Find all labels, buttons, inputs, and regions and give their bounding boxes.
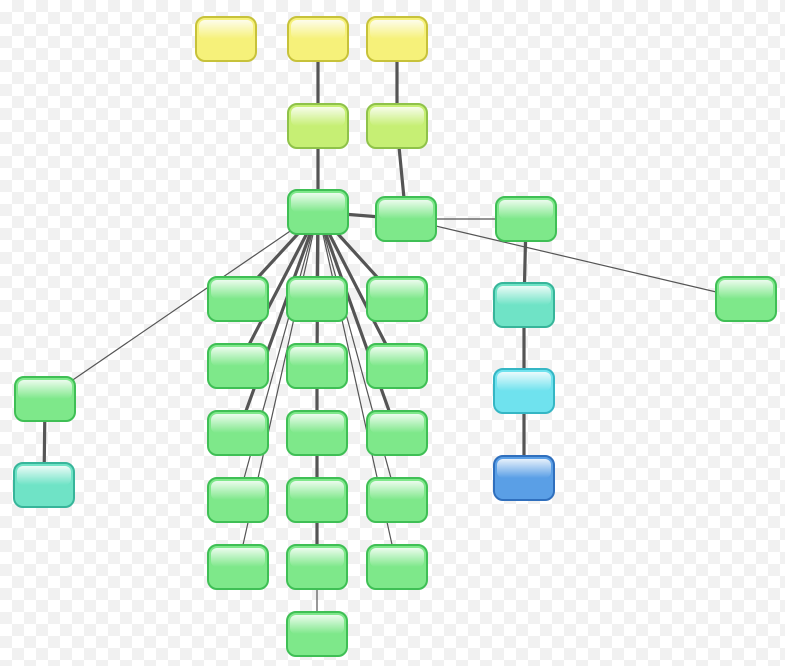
node-gloss bbox=[370, 347, 424, 366]
node-gloss bbox=[497, 372, 551, 391]
node-gloss bbox=[497, 286, 551, 305]
node-rt[interactable] bbox=[493, 282, 555, 328]
node-a2[interactable] bbox=[207, 343, 269, 389]
edge-hub2-far bbox=[405, 218, 747, 300]
node-gloss bbox=[211, 414, 265, 433]
node-gloss bbox=[370, 20, 424, 39]
node-gloss bbox=[497, 459, 551, 478]
node-far[interactable] bbox=[715, 276, 777, 322]
node-a3[interactable] bbox=[207, 410, 269, 456]
node-r1[interactable] bbox=[495, 196, 557, 242]
node-c4[interactable] bbox=[366, 477, 428, 523]
node-a4[interactable] bbox=[207, 477, 269, 523]
edge-hub-c3 bbox=[316, 210, 399, 435]
node-gloss bbox=[211, 280, 265, 299]
edge-hub-left1 bbox=[44, 211, 319, 400]
nodes-layer bbox=[13, 16, 777, 657]
node-gloss bbox=[290, 548, 344, 567]
node-a1[interactable] bbox=[207, 276, 269, 322]
node-c3[interactable] bbox=[366, 410, 428, 456]
node-gloss bbox=[370, 481, 424, 500]
node-l2[interactable] bbox=[366, 103, 428, 149]
node-l1[interactable] bbox=[287, 103, 349, 149]
node-gloss bbox=[370, 280, 424, 299]
node-y3[interactable] bbox=[366, 16, 428, 62]
node-b1[interactable] bbox=[286, 276, 348, 322]
node-gloss bbox=[18, 380, 72, 399]
node-gloss bbox=[291, 193, 345, 212]
node-y1[interactable] bbox=[195, 16, 257, 62]
node-gloss bbox=[290, 481, 344, 500]
node-b4[interactable] bbox=[286, 477, 348, 523]
edge-hub-a2 bbox=[236, 210, 320, 368]
edge-hub-a3 bbox=[236, 210, 320, 435]
node-left1[interactable] bbox=[14, 376, 76, 422]
node-hub[interactable] bbox=[287, 189, 349, 235]
node-gloss bbox=[291, 107, 345, 126]
node-gloss bbox=[499, 200, 553, 219]
node-rb[interactable] bbox=[493, 455, 555, 501]
node-hub2[interactable] bbox=[375, 196, 437, 242]
node-gloss bbox=[290, 414, 344, 433]
node-gloss bbox=[370, 107, 424, 126]
node-gloss bbox=[370, 548, 424, 567]
node-gloss bbox=[290, 347, 344, 366]
node-rc[interactable] bbox=[493, 368, 555, 414]
node-gloss bbox=[370, 414, 424, 433]
node-gloss bbox=[719, 280, 773, 299]
node-gloss bbox=[290, 280, 344, 299]
node-gloss bbox=[211, 481, 265, 500]
node-gloss bbox=[211, 347, 265, 366]
node-b5[interactable] bbox=[286, 544, 348, 590]
node-a5[interactable] bbox=[207, 544, 269, 590]
node-gloss bbox=[290, 615, 344, 634]
node-b6[interactable] bbox=[286, 611, 348, 657]
node-c5[interactable] bbox=[366, 544, 428, 590]
node-gloss bbox=[379, 200, 433, 219]
node-gloss bbox=[199, 20, 253, 39]
node-gloss bbox=[291, 20, 345, 39]
node-b2[interactable] bbox=[286, 343, 348, 389]
node-gloss bbox=[211, 548, 265, 567]
node-y2[interactable] bbox=[287, 16, 349, 62]
node-b3[interactable] bbox=[286, 410, 348, 456]
node-left2[interactable] bbox=[13, 462, 75, 508]
node-gloss bbox=[17, 466, 71, 485]
node-c2[interactable] bbox=[366, 343, 428, 389]
node-c1[interactable] bbox=[366, 276, 428, 322]
edge-hub-c2 bbox=[316, 210, 399, 368]
